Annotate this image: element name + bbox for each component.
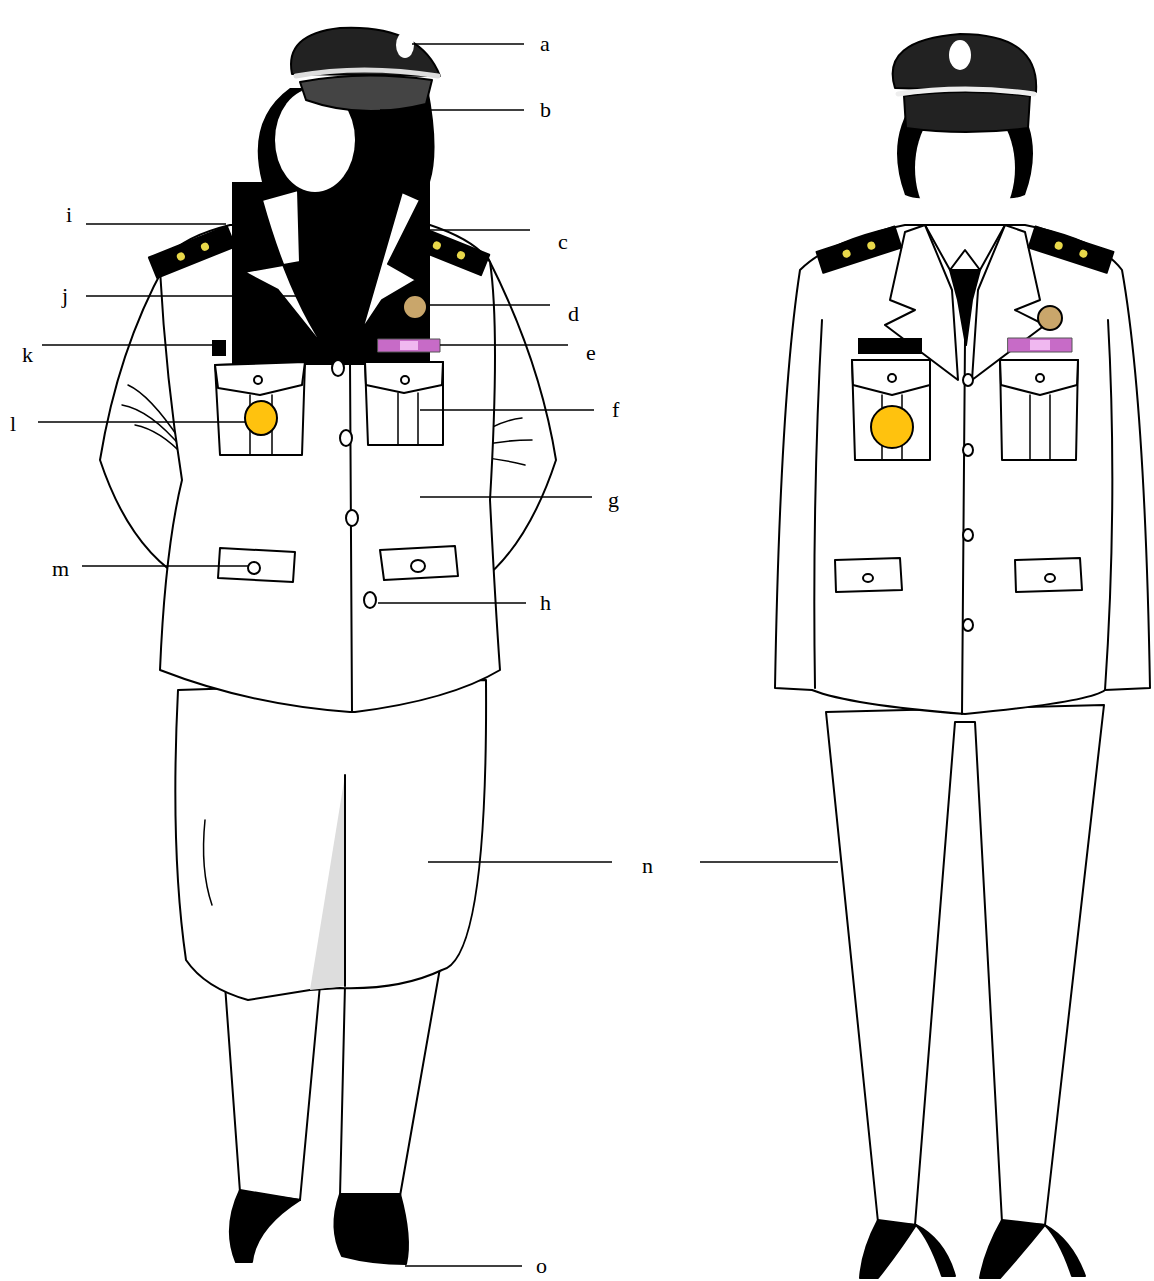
callout-letter: b <box>540 99 551 121</box>
callout-letter: i <box>66 204 72 226</box>
callout-letter: g <box>608 489 619 511</box>
callout-letter: f <box>612 399 619 421</box>
callout-letter: n <box>642 855 653 877</box>
callout-letter: k <box>22 344 33 366</box>
callout-letter: j <box>62 285 68 307</box>
callout-letter: c <box>558 231 568 253</box>
callout-letter: d <box>568 303 579 325</box>
callout-letter: o <box>536 1255 547 1277</box>
callout-letter: l <box>10 413 16 435</box>
callout-letter: m <box>52 558 69 580</box>
callout-letter: e <box>586 342 596 364</box>
callout-letter: h <box>540 592 551 614</box>
callout-letter: a <box>540 33 550 55</box>
